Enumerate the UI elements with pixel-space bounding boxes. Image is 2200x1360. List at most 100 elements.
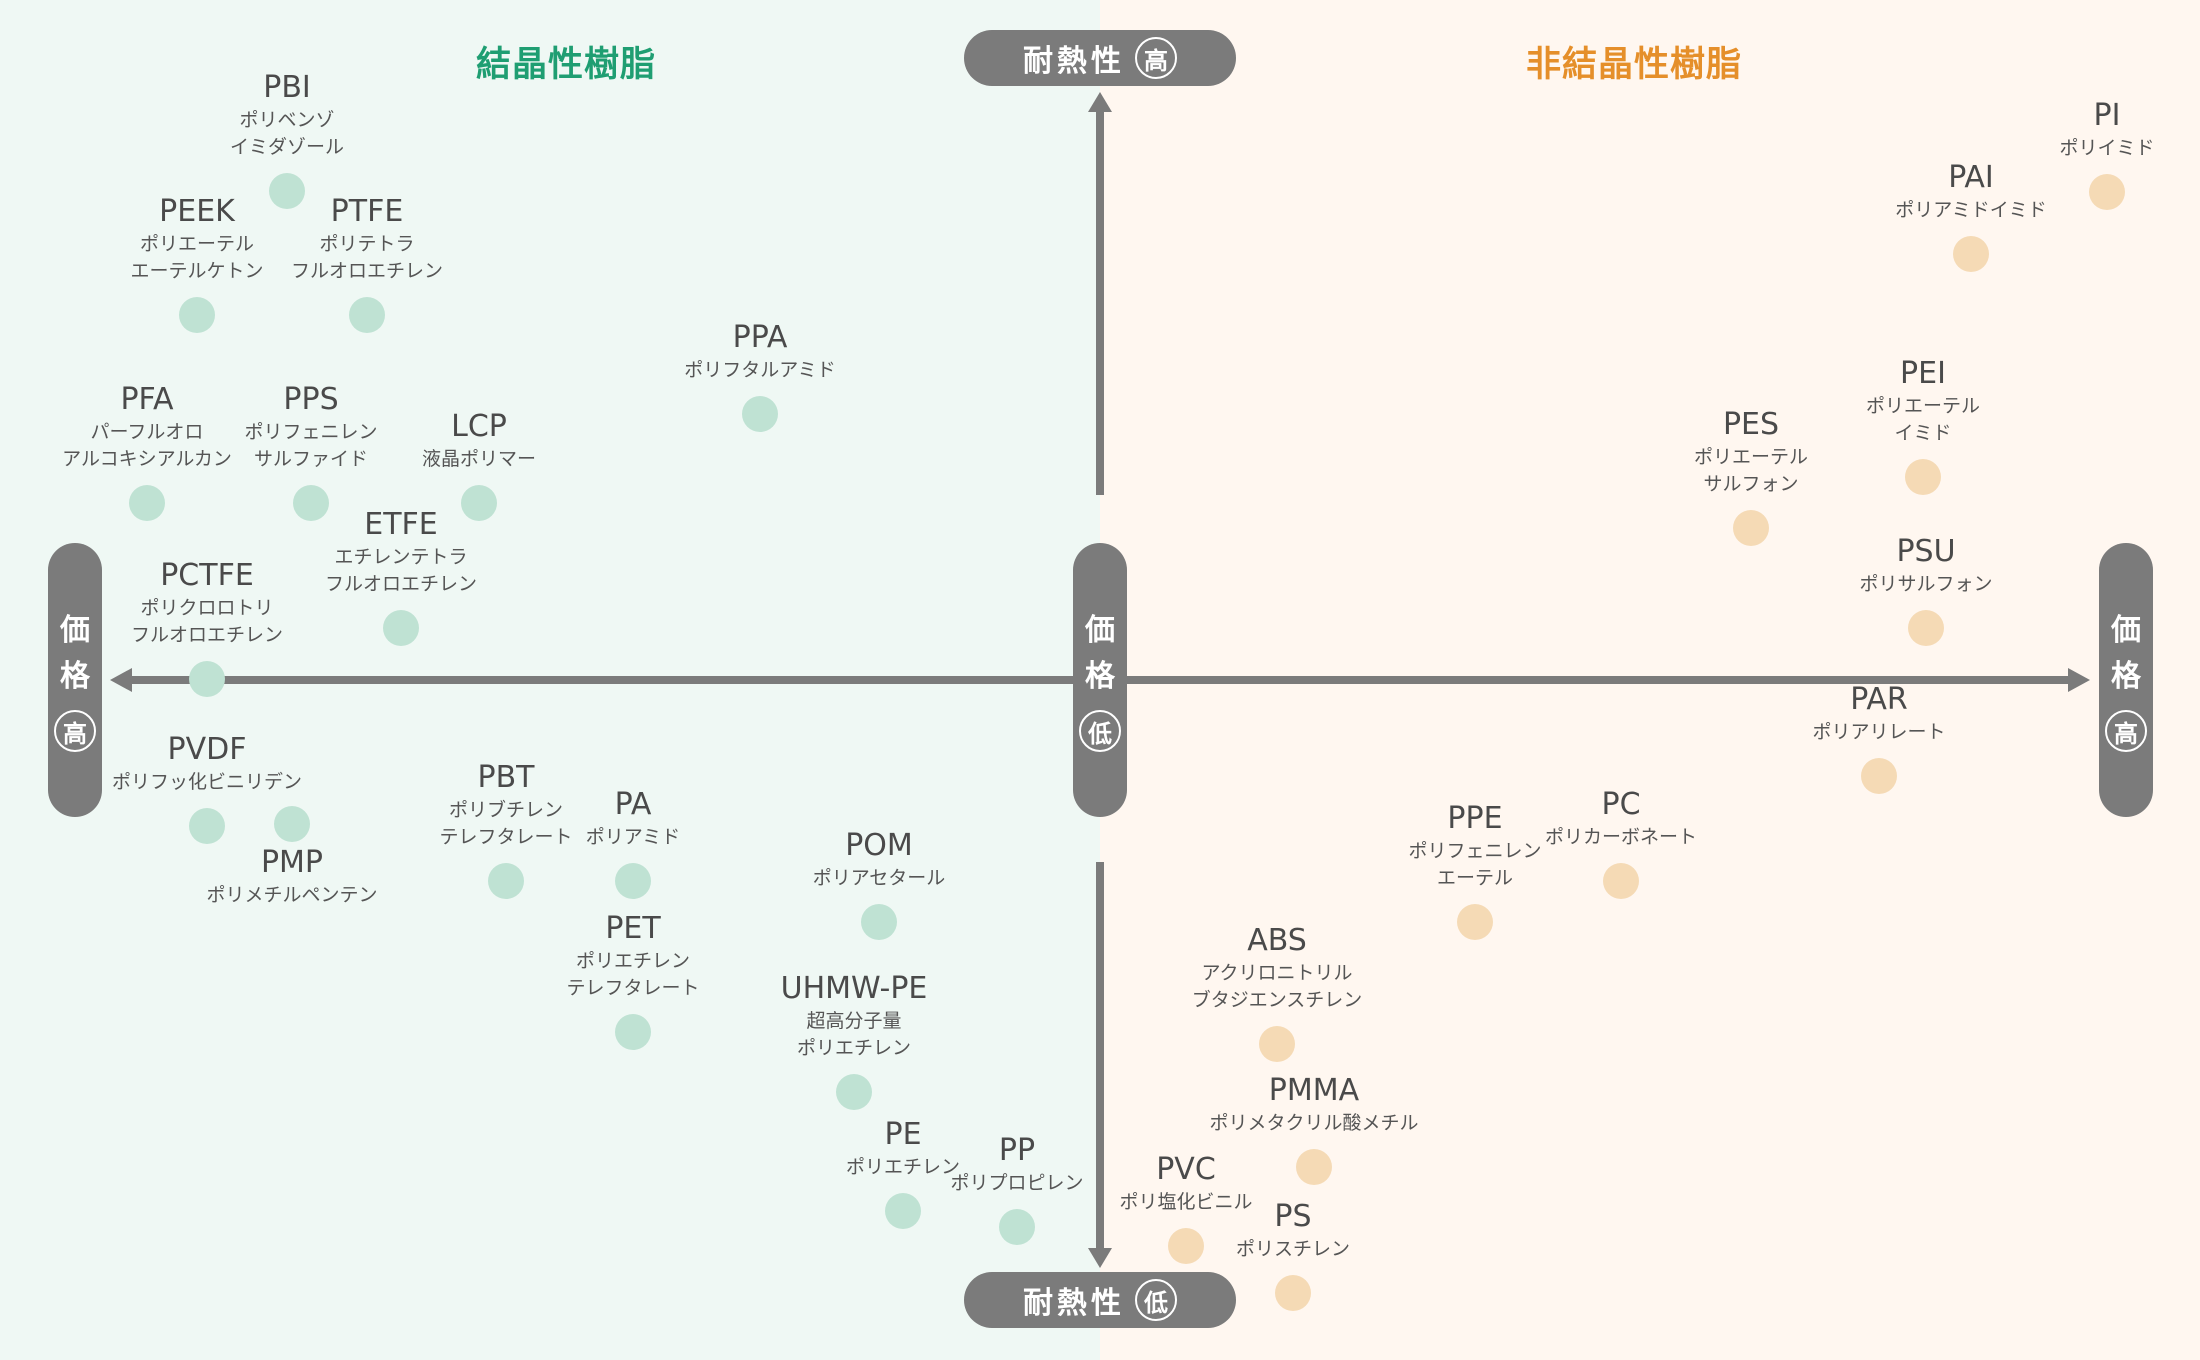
heat-arrow-up [1088, 92, 1112, 112]
resin-name: ポリメチルペンテン [206, 884, 378, 906]
resin-abbr: PVDF [167, 732, 247, 767]
price-low-label-center: 価 格 低 [1073, 543, 1127, 817]
resin-dot [461, 485, 497, 521]
price-high-label-left: 価 格 高 [48, 543, 102, 817]
resin-abbr: UHMW-PE [780, 971, 928, 1006]
resin-dot [349, 297, 385, 333]
resin-dot [1275, 1275, 1311, 1311]
resin-abbr: LCP [451, 409, 507, 444]
price-char: 格 [1085, 659, 1115, 694]
resin-name: ポリプロピレン [950, 1172, 1084, 1194]
resin-dot [293, 485, 329, 521]
resin-name: ポリメタクリル酸メチル [1209, 1112, 1419, 1134]
resin-name: ポリブチレン テレフタレート [439, 799, 573, 848]
resin-abbr: PPS [283, 382, 339, 417]
resin-abbr: PCTFE [160, 558, 254, 593]
resin-dot [189, 661, 225, 697]
resin-abbr: PVC [1156, 1152, 1216, 1187]
resin-abbr: PE [884, 1117, 922, 1152]
price-char: 価 [60, 613, 90, 648]
resin-abbr: ETFE [364, 507, 438, 542]
resin-abbr: PMP [260, 845, 324, 880]
resin-name: ポリフェニレン サルファイド [244, 421, 378, 470]
resin-dot [861, 904, 897, 940]
amorphous-title: 非結晶性樹脂 [1525, 45, 1743, 85]
resin-abbr: PPA [732, 320, 788, 355]
crystalline-title: 結晶性樹脂 [475, 45, 657, 85]
heat-arrow-down [1088, 1248, 1112, 1268]
resin-name: ポリエチレン [845, 1156, 961, 1178]
resin-dot [179, 297, 215, 333]
resin-name: パーフルオロ アルコキシアルカン [62, 421, 232, 470]
heat-low-label: 耐熱性 低 [964, 1272, 1236, 1328]
resin-name: ポリテトラ フルオロエチレン [290, 233, 444, 282]
resin-dot [2089, 174, 2125, 210]
resin-dot [269, 173, 305, 209]
resin-name: ポリサルフォン [1859, 573, 1993, 595]
resin-dot [1861, 758, 1897, 794]
resin-dot [885, 1193, 921, 1229]
resin-abbr: PS [1274, 1199, 1312, 1234]
resin-abbr: PMMA [1268, 1073, 1360, 1108]
price-char: 格 [60, 659, 90, 694]
price-arrow-left [110, 668, 132, 692]
resin-dot [615, 863, 651, 899]
high-mark: 高 [2105, 710, 2147, 752]
resin-abbr: PI [2093, 98, 2121, 133]
resin-name: ポリエチレン テレフタレート [566, 950, 700, 999]
resin-dot [488, 863, 524, 899]
resin-abbr: PTFE [330, 194, 404, 229]
resin-name: ポリエーテル サルフォン [1693, 446, 1809, 495]
resin-name: アクリロニトリル ブタジエンスチレン [1191, 962, 1363, 1011]
resin-name: ポリフッ化ビニリデン [111, 771, 303, 793]
resin-dot [1733, 510, 1769, 546]
resin-dot [836, 1074, 872, 1110]
resin-abbr: POM [845, 828, 913, 863]
resin-name: ポリクロロトリ フルオロエチレン [130, 597, 284, 646]
resin-dot [1168, 1228, 1204, 1264]
resin-name: 液晶ポリマー [421, 448, 537, 470]
resin-name: ポリエーテル イミド [1865, 395, 1981, 444]
resin-dot [1908, 610, 1944, 646]
resin-dot [1259, 1026, 1295, 1062]
price-char: 価 [2111, 613, 2141, 648]
resin-abbr: PEEK [159, 194, 235, 229]
heat-label-text: 耐熱性 [1023, 1286, 1125, 1321]
resin-abbr: PET [605, 911, 661, 946]
resin-name: ポリアリレート [1812, 721, 1946, 743]
resin-abbr: PPE [1447, 801, 1503, 836]
price-high-label-right: 価 格 高 [2099, 543, 2153, 817]
resin-dot [615, 1014, 651, 1050]
resin-name: ポリアセタール [812, 867, 946, 889]
resin-name: ポリカーボネート [1544, 826, 1698, 848]
resin-name: エチレンテトラ フルオロエチレン [324, 546, 478, 595]
heat-label-text: 耐熱性 [1023, 44, 1125, 79]
price-char: 格 [2111, 659, 2141, 694]
heat-high-label: 耐熱性 高 [964, 30, 1236, 86]
low-mark: 低 [1135, 1279, 1177, 1321]
resin-dot [129, 485, 165, 521]
resin-name: ポリイミド [2059, 137, 2155, 159]
resin-abbr: PFA [120, 382, 174, 417]
resin-dot [274, 806, 310, 842]
resin-abbr: PP [998, 1133, 1036, 1168]
high-mark: 高 [1135, 37, 1177, 79]
resin-dot [1603, 863, 1639, 899]
resin-name: ポリフタルアミド [684, 359, 836, 381]
resin-name: ポリアミド [585, 826, 681, 848]
resin-dot [1953, 236, 1989, 272]
resin-dot [1905, 459, 1941, 495]
resin-abbr: PC [1601, 787, 1641, 822]
resin-dot [742, 396, 778, 432]
resin-dot [383, 610, 419, 646]
resin-abbr: PBI [263, 70, 311, 105]
resin-name: ポリスチレン [1235, 1238, 1351, 1260]
resin-abbr: PA [614, 787, 652, 822]
resin-abbr: PAI [1948, 160, 1994, 195]
resin-name: 超高分子量 ポリエチレン [796, 1010, 912, 1059]
resin-dot [1457, 904, 1493, 940]
resin-name: ポリフェニレン エーテル [1408, 840, 1542, 889]
resin-abbr: PES [1722, 407, 1780, 442]
price-char: 価 [1085, 613, 1115, 648]
